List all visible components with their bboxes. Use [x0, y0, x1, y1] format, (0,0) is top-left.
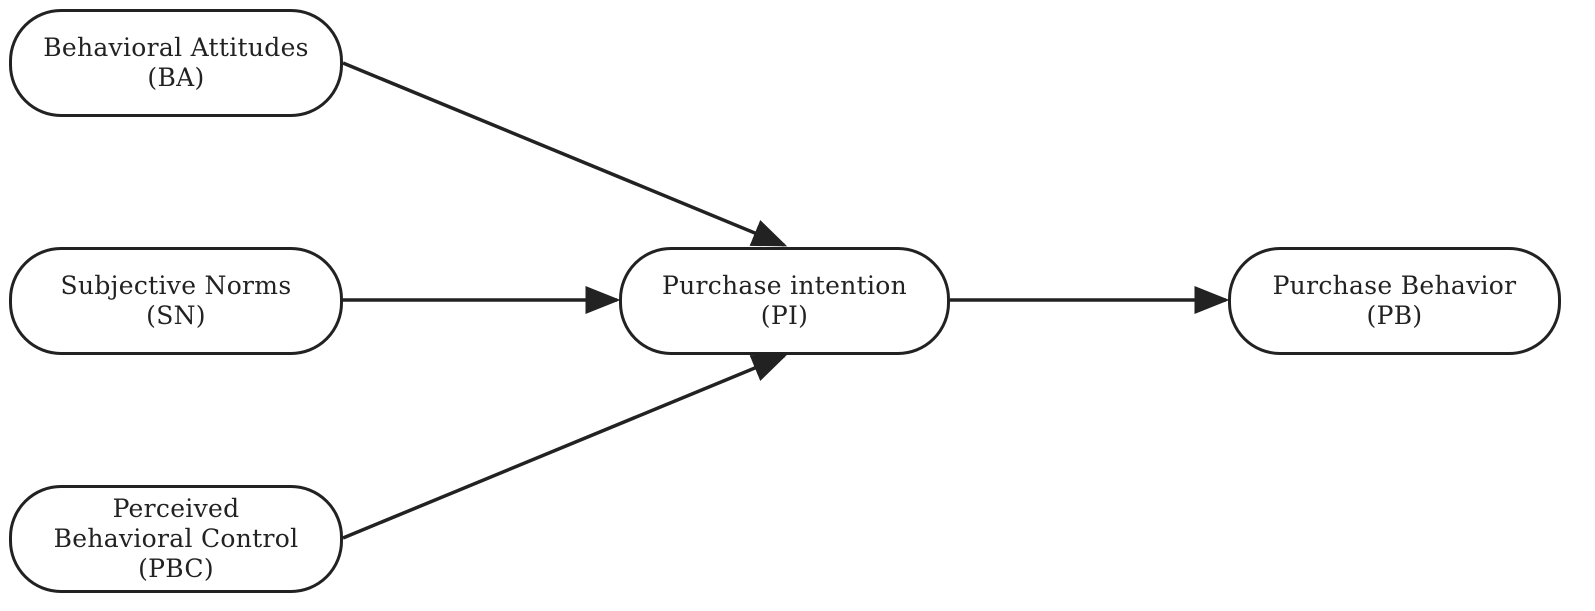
node-label-line: Perceived	[112, 494, 240, 523]
node-label-line: (PI)	[760, 301, 809, 330]
node-purchase-behavior: Purchase Behavior (PB)	[1228, 247, 1561, 355]
node-label-line: (PBC)	[138, 554, 214, 583]
node-label-line: Behavioral Control	[53, 524, 299, 553]
edge-ba-to-pi	[342, 61, 788, 247]
node-label-line: Behavioral Attitudes	[43, 33, 309, 62]
edge-pbc-to-pi	[342, 354, 788, 540]
node-purchase-intention: Purchase intention (PI)	[619, 247, 950, 355]
node-label-line: (PB)	[1366, 301, 1423, 330]
node-behavioral-attitudes: Behavioral Attitudes (BA)	[9, 9, 343, 117]
node-label-line: Subjective Norms	[60, 271, 292, 300]
node-label-line: Purchase intention	[661, 271, 908, 300]
node-subjective-norms: Subjective Norms (SN)	[9, 247, 343, 355]
node-label-line: (BA)	[147, 63, 205, 92]
node-perceived-behavioral-control: Perceived Behavioral Control (PBC)	[9, 485, 343, 593]
node-label-line: Purchase Behavior	[1272, 271, 1517, 300]
node-label-line: (SN)	[146, 301, 206, 330]
